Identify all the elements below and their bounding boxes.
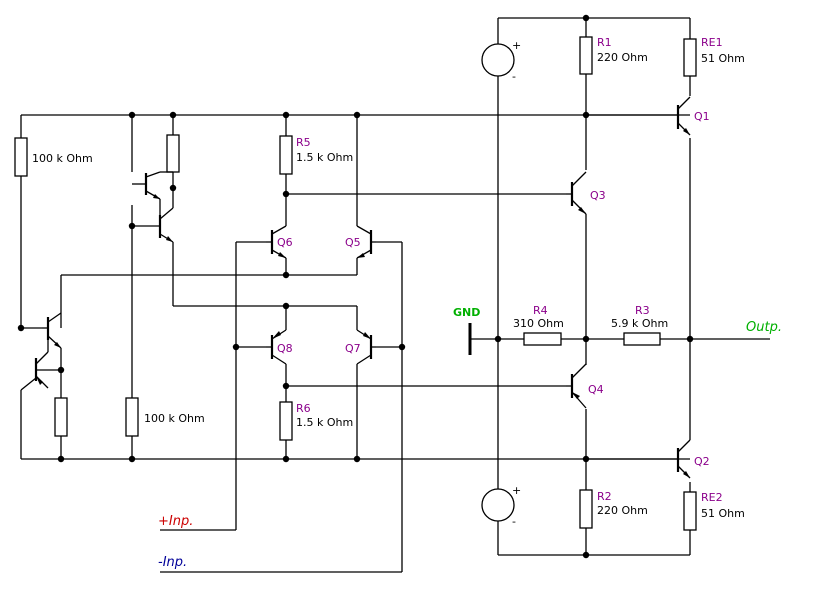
label-q6: Q6	[277, 236, 293, 249]
transistor-bias-lower	[34, 340, 61, 389]
label-source-top-plus: +	[512, 39, 521, 52]
transistor-darlington-lower	[132, 188, 174, 243]
arrow-q6	[278, 252, 286, 258]
label-r6-name: R6	[296, 402, 311, 415]
label-source-bottom-minus: -	[512, 515, 516, 528]
label-re2-name: RE2	[701, 491, 723, 504]
junction-dots	[17, 14, 694, 559]
label-r1-name: R1	[597, 36, 612, 49]
transistor-q1	[586, 96, 691, 136]
label-re1-name: RE1	[701, 36, 723, 49]
label-r1-value: 220 Ohm	[597, 51, 648, 64]
label-r6-value: 1.5 k Ohm	[296, 416, 353, 429]
emitter-arrows	[36, 128, 690, 478]
resistor-100k-left	[14, 137, 28, 177]
label-r3-value: 5.9 k Ohm	[611, 317, 668, 330]
arrow-q4	[572, 392, 580, 399]
label-r5-value: 1.5 k Ohm	[296, 151, 353, 164]
label-re2-value: 51 Ohm	[701, 507, 745, 520]
label-output: Outp.	[746, 320, 782, 335]
resistor-r6	[279, 401, 293, 441]
label-q4: Q4	[588, 383, 604, 396]
label-r5-name: R5	[296, 136, 311, 149]
resistor-bias-bottom	[54, 397, 68, 437]
arrow-darlington-lower	[166, 236, 173, 242]
resistor-100k-mid	[125, 397, 139, 437]
label-minus-input: -Inp.	[158, 555, 187, 570]
voltage-sources	[481, 43, 515, 522]
transistor-darlington-upper	[132, 171, 173, 226]
label-gnd: GND	[453, 306, 480, 319]
arrow-q3	[578, 207, 586, 214]
arrow-q8	[272, 331, 281, 339]
transistor-q3	[566, 171, 587, 215]
voltage-source-top	[481, 43, 515, 77]
arrow-bias-upper	[54, 342, 61, 348]
arrow-q5	[357, 253, 365, 258]
resistor-r1	[579, 36, 593, 75]
arrow-q1	[683, 128, 690, 135]
label-q8: Q8	[277, 342, 293, 355]
label-r2-value: 220 Ohm	[597, 504, 648, 517]
label-re1-value: 51 Ohm	[701, 52, 745, 65]
transistor-q4	[566, 363, 587, 409]
arrow-darlington-upper	[153, 194, 160, 199]
resistor-darlington	[166, 134, 180, 173]
transistor-q2	[586, 439, 691, 479]
label-q5: Q5	[345, 236, 361, 249]
resistor-r3	[623, 332, 661, 346]
label-r-bias-mid: 100 k Ohm	[144, 412, 205, 425]
label-q7: Q7	[345, 342, 361, 355]
label-r4-value: 310 Ohm	[513, 317, 564, 330]
resistor-re1	[683, 38, 697, 77]
label-source-bottom-plus: +	[512, 484, 521, 497]
label-r2-name: R2	[597, 490, 612, 503]
resistor-re2	[683, 491, 697, 531]
label-r4-name: R4	[533, 304, 548, 317]
resistor-r5	[279, 135, 293, 175]
labels: 100 k Ohm 100 k Ohm R5 1.5 k Ohm R6 1.5 …	[32, 36, 782, 570]
transistor-bias-upper	[42, 312, 62, 349]
label-q1: Q1	[694, 110, 710, 123]
label-r3-name: R3	[635, 304, 650, 317]
label-source-top-minus: -	[512, 70, 516, 83]
wires	[20, 17, 770, 573]
arrow-q2	[683, 471, 690, 478]
label-plus-input: +Inp.	[158, 514, 193, 529]
resistors	[14, 36, 697, 531]
arrow-q7	[363, 332, 371, 339]
label-q3: Q3	[590, 189, 606, 202]
arrow-bias-lower	[36, 376, 43, 385]
resistor-r2	[579, 489, 593, 529]
resistor-r4	[523, 332, 562, 346]
label-r-bias-left: 100 k Ohm	[32, 152, 93, 165]
voltage-source-bottom	[481, 488, 515, 522]
label-q2: Q2	[694, 455, 710, 468]
